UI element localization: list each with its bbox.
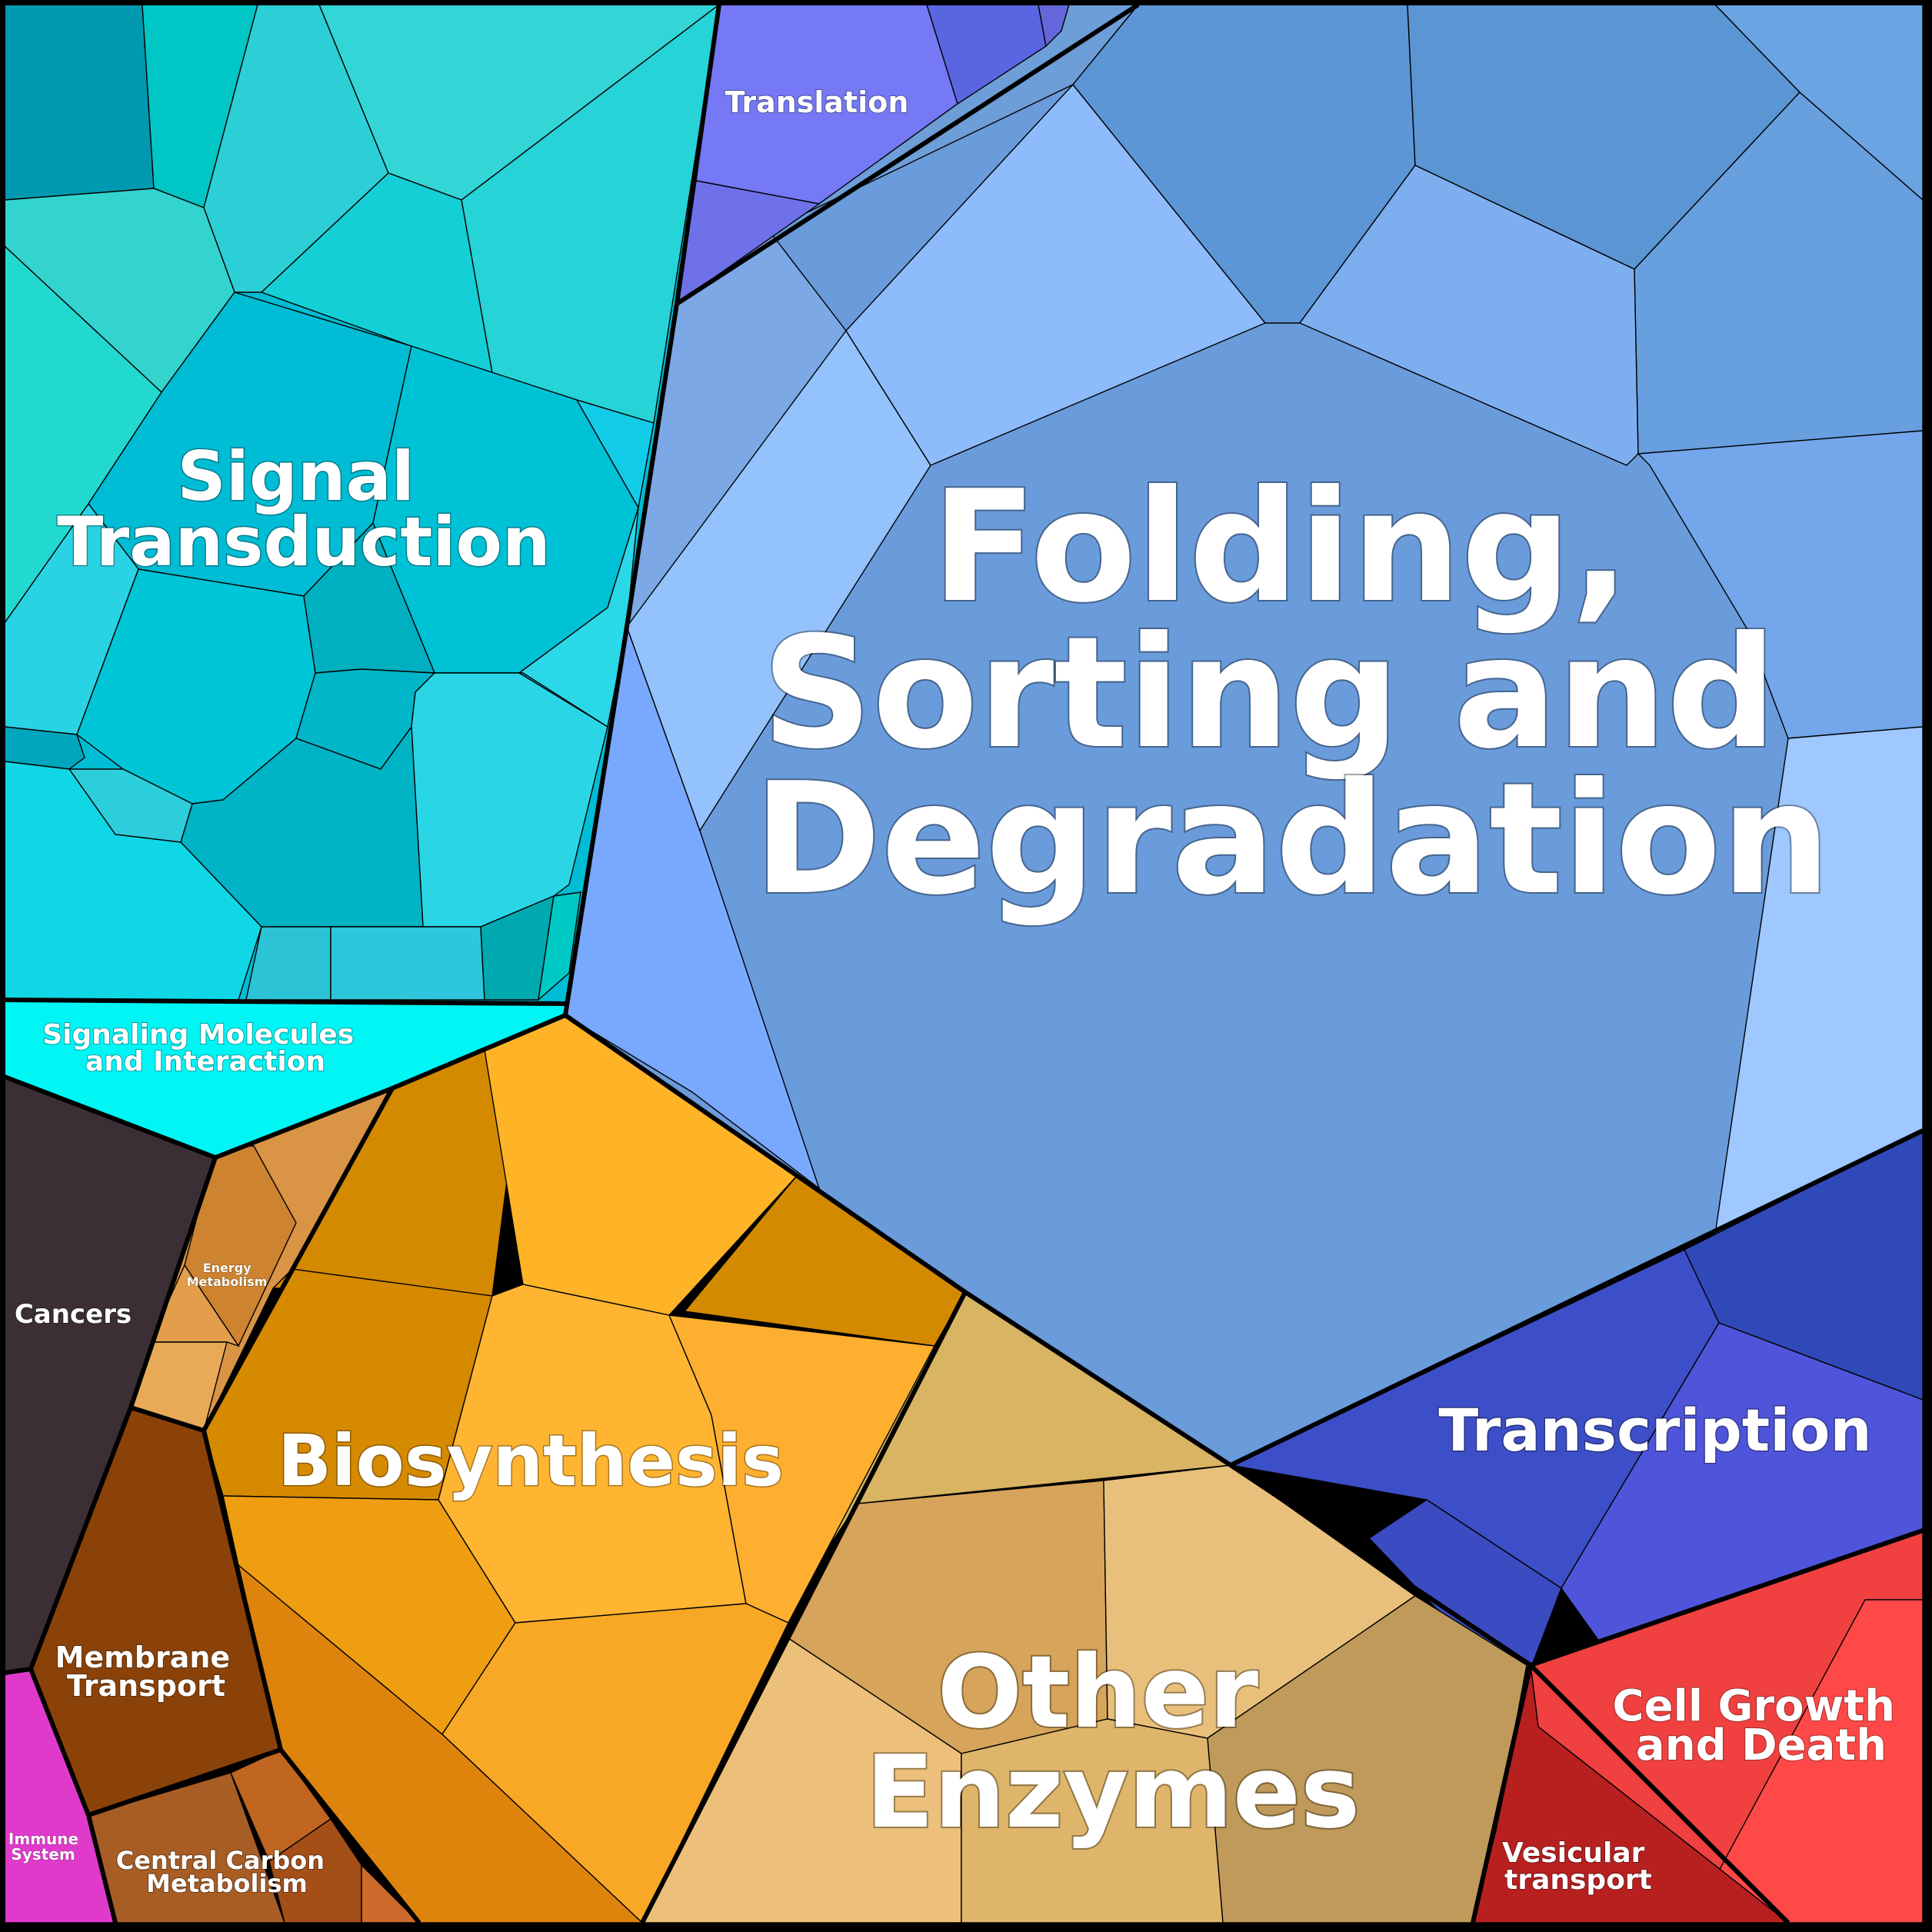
label-biosynthesis: Biosynthesis	[278, 1420, 784, 1502]
region-energy-metabolism[interactable]	[130, 1087, 394, 1431]
signal-transduction-cell[interactable]	[330, 926, 485, 1001]
label-folding-sorting-degradation: Folding, Sorting and Degradation	[754, 458, 1831, 929]
signal-transduction-cell[interactable]	[575, 398, 655, 510]
labels: Folding, Sorting and Degradation Signal …	[8, 85, 1910, 1899]
label-vesicular-transport: Vesicular transport	[1502, 1837, 1654, 1896]
region-transcription[interactable]	[1228, 1129, 1924, 1671]
biosynthesis-cell[interactable]	[441, 1603, 789, 1924]
label-energy-metabolism: Energy Metabolism	[187, 1261, 268, 1289]
label-cancers: Cancers	[15, 1299, 132, 1330]
region-signal-transduction[interactable]	[4, 3, 721, 1004]
label-immune-system: Immune System	[8, 1830, 84, 1864]
label-cell-growth-death: Cell Growth and Death	[1613, 1681, 1910, 1770]
region-translation[interactable]	[676, 4, 1070, 305]
region-other-enzymes[interactable]	[641, 1291, 1527, 1924]
label-membrane-transport: Membrane Transport	[55, 1641, 241, 1703]
label-transcription: Transcription	[1438, 1396, 1871, 1464]
label-translation: Translation	[725, 85, 909, 119]
cell-growth-cell[interactable]	[1707, 1599, 1924, 1924]
label-central-carbon: Central Carbon Metabolism	[116, 1846, 333, 1898]
region-central-carbon[interactable]	[88, 1749, 421, 1924]
signal-transduction-cell[interactable]	[4, 4, 155, 201]
label-signal-transduction: Signal Transduction	[57, 437, 550, 581]
label-other-enzymes: Other Enzymes	[866, 1634, 1361, 1850]
folding-cell[interactable]	[1298, 165, 1639, 466]
signal-transduction-cell[interactable]	[538, 891, 581, 1001]
signal-transduction-cell[interactable]	[245, 926, 331, 1001]
other-enzymes-cell[interactable]	[961, 1718, 1224, 1924]
signal-transduction-cell[interactable]	[260, 172, 493, 375]
region-biosynthesis[interactable]	[203, 1014, 966, 1924]
label-signaling-molecules: Signaling Molecules and Interaction	[42, 1019, 364, 1078]
